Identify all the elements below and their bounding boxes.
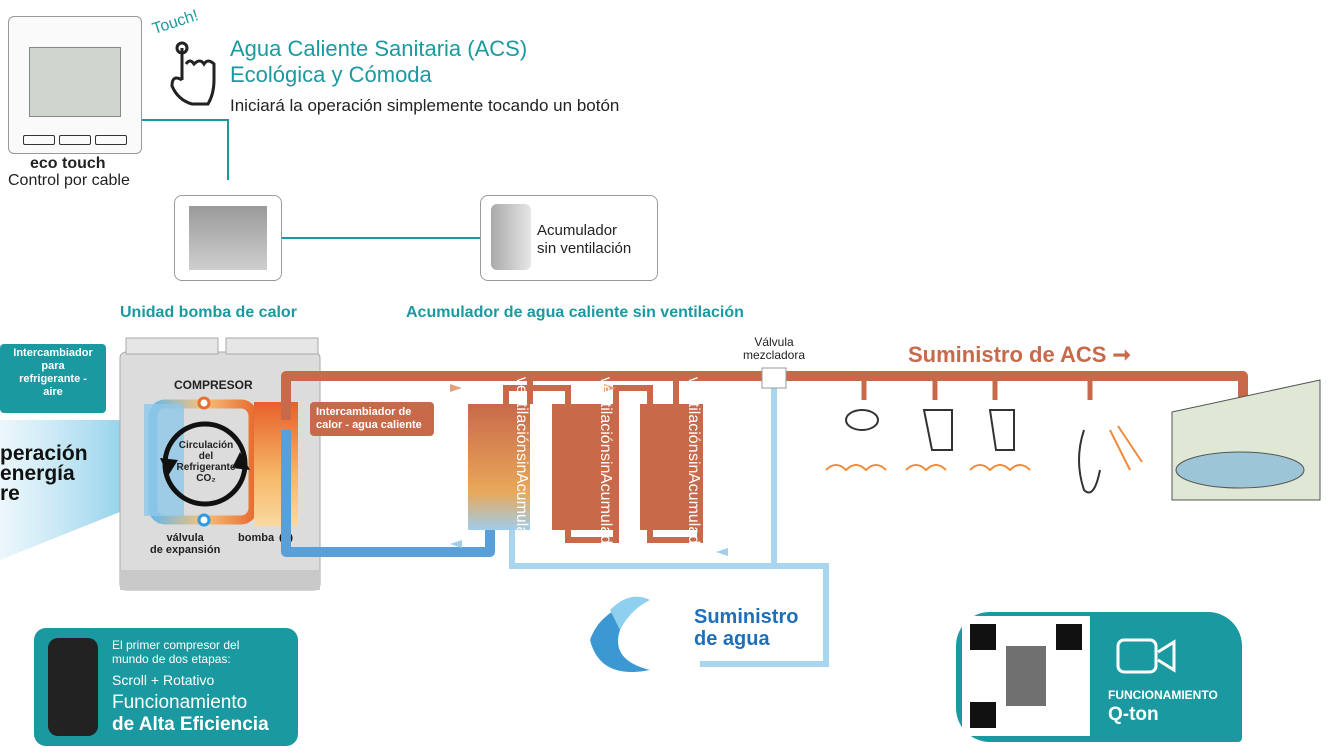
video-camera-icon	[1116, 636, 1176, 681]
heat-pump-label: Unidad bomba de calor	[120, 304, 297, 321]
qton-line2: Q-ton	[1108, 704, 1159, 725]
acs-supply-label: Suministro de ACS ➞	[908, 342, 1131, 367]
expansion-valve-label: válvula de expansión	[150, 532, 221, 556]
controller-name: eco touch	[30, 155, 106, 172]
air-flow	[0, 420, 150, 560]
header-title-line1: Agua Caliente Sanitaria (ACS)	[230, 36, 528, 61]
water-splash-icon	[590, 596, 650, 672]
controller-subtitle: Control por cable	[8, 172, 130, 189]
cold-water-pipe	[281, 430, 495, 557]
compressor-label: COMPRESOR	[174, 378, 253, 392]
circulation-label: Circulación del Refrigerante CO₂	[176, 440, 236, 484]
pump-label: bomba	[238, 532, 275, 544]
air-energy-text: peración energía re	[0, 442, 88, 505]
bath-illustration	[1171, 379, 1321, 501]
shower-fixtures	[845, 409, 1101, 494]
mixing-valve-label: Válvula mezcladora	[742, 335, 806, 362]
tank-callout-line2: sin ventilación	[537, 240, 632, 257]
mixing-valve	[761, 367, 787, 389]
water-heat-exchanger	[254, 402, 298, 526]
controller-screen	[29, 47, 121, 117]
heat-pump-callout	[174, 195, 282, 281]
control-wire	[142, 119, 229, 180]
header-description: Iniciará la operación simplemente tocand…	[230, 96, 620, 115]
qr-code[interactable]	[962, 616, 1090, 736]
tank-callout: Acumulador sin ventilación	[480, 195, 658, 281]
controller-buttons[interactable]	[23, 135, 127, 145]
air-exchanger-badge: Intercambiador para refrigerante - aire	[0, 344, 106, 413]
qton-line1: FUNCIONAMIENTO	[1108, 688, 1218, 702]
compressor-info-box: El primer compresor del mundo de dos eta…	[34, 628, 298, 746]
header-title-line2: Ecológica y Cómoda	[230, 62, 432, 87]
compressor-image	[48, 638, 98, 736]
tank-callout-line1: Acumulador	[537, 222, 618, 239]
water-exchanger-badge: Intercambiador de calor - agua caliente	[310, 402, 434, 436]
tank-label: Acumulador de agua caliente sin ventilac…	[406, 304, 744, 321]
tank-pipes	[503, 385, 703, 543]
qton-video-card[interactable]: FUNCIONAMIENTO Q-ton	[956, 612, 1242, 742]
wired-controller[interactable]	[8, 16, 142, 154]
hand-touch-icon	[168, 40, 218, 111]
water-supply-label: Suministro de agua	[694, 606, 799, 650]
